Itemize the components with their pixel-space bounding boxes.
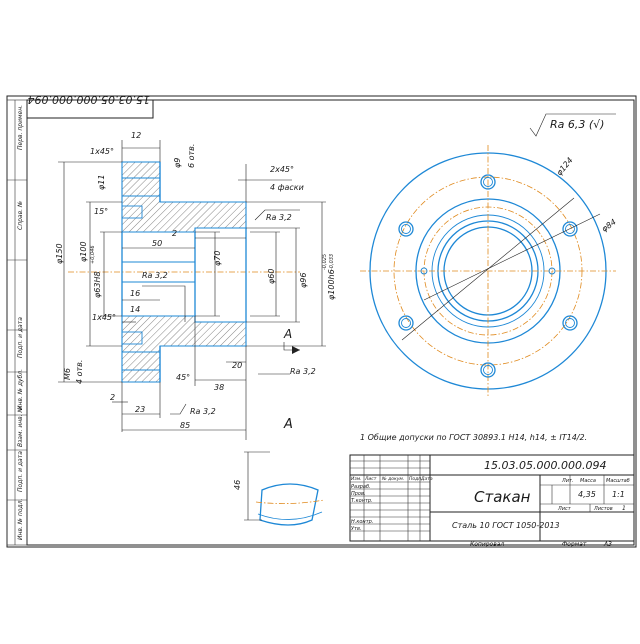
side-label-1: Перв. примен.	[17, 105, 24, 150]
side-label-3: Подп. и дата	[17, 317, 24, 358]
dim-phi63h8-tol: +0,046	[90, 245, 96, 264]
format-label: Формат	[562, 541, 587, 548]
section-dimensions: 12 1x45° φ9 6 отв. φ11 15° φ150 φ100 φ63…	[55, 131, 336, 430]
dim-14: 14	[130, 305, 140, 314]
dim-m6: M6	[63, 368, 72, 380]
side-label-5: Взам. инв. №	[17, 406, 24, 447]
view-a-label: A	[283, 417, 293, 432]
row-prov: Пров.	[351, 491, 366, 497]
ra32-b: Ra 3,2	[142, 271, 168, 280]
title-name: Стакан	[474, 488, 531, 506]
rotated-code-stamp: 15.03.05.000.000.094	[26, 93, 154, 119]
general-roughness-text: Ra 6,3 (√)	[550, 118, 604, 131]
general-note: 1 Общие допуски по ГОСТ 30893.1 H14, h14…	[360, 433, 587, 442]
flange-upper	[121, 161, 247, 233]
list-label: Лист	[557, 506, 572, 512]
side-label-4: Инв. № дубл.	[17, 369, 24, 410]
dim-2-b: 2	[110, 393, 115, 402]
dim-4-faski: 4 фаски	[270, 183, 304, 192]
row-tkontr: Т.контр.	[351, 498, 373, 504]
col-date: Дата	[420, 476, 433, 482]
title-block: 15.03.05.000.000.094 Стакан Сталь 10 ГОС…	[349, 454, 635, 542]
title-code: 15.03.05.000.000.094	[484, 459, 606, 472]
rotated-code-text: 15.03.05.000.000.094	[28, 93, 150, 106]
dim-50: 50	[152, 239, 162, 248]
dim-phi100: φ100	[79, 241, 88, 262]
dim-phi100h6: φ100h6	[327, 269, 336, 300]
side-strip: Перв. примен. Справ. № Подп. и дата Инв.…	[6, 99, 28, 546]
dim-phi11: φ11	[97, 175, 106, 190]
hdr-scale: Масштаб	[606, 478, 630, 484]
row-nkontr: Н.контр.	[351, 519, 373, 525]
copied-label: Копировал	[470, 541, 504, 548]
dim-chamfer-2: 1x45°	[92, 313, 116, 322]
general-roughness: Ra 6,3 (√)	[529, 113, 616, 137]
section-arrow-label: A	[283, 327, 292, 341]
view-a: A 46	[233, 417, 325, 526]
dim-phi63h8: φ63H8	[93, 271, 102, 298]
ra32-c: Ra 3,2	[290, 367, 316, 376]
hdr-lit: Лит.	[561, 478, 574, 484]
side-label-7: Инв. № подл.	[17, 499, 24, 540]
dim-46: 46	[233, 480, 242, 490]
col-podp: Подп.	[409, 476, 423, 482]
dim-38: 38	[214, 383, 224, 392]
col-doc: № докум.	[381, 476, 404, 482]
ra32-a: Ra 3,2	[266, 213, 292, 222]
dim-phi9: φ9	[173, 158, 182, 168]
dim-phi150: φ150	[55, 243, 64, 264]
title-material: Сталь 10 ГОСТ 1050-2013	[452, 521, 560, 530]
format-value: А3	[603, 541, 612, 548]
dim-15-deg: 15°	[94, 207, 108, 216]
dim-23: 23	[135, 405, 145, 414]
ra32-d: Ra 3,2	[190, 407, 216, 416]
dim-chamfer-1: 1x45°	[90, 147, 114, 156]
dim-phi100h6-tol-up: -0,025	[322, 254, 328, 270]
dim-45-deg: 45°	[176, 373, 190, 382]
col-list: Лист	[364, 476, 377, 482]
col-izm: Изм.	[351, 476, 362, 482]
side-label-6: Подп. и дата	[17, 451, 24, 492]
scale-value: 1:1	[612, 490, 625, 499]
dim-16: 16	[130, 289, 140, 298]
dim-4-otv: 4 отв.	[75, 360, 84, 384]
dim-phi84: φ84	[600, 217, 618, 233]
dim-2-a: 2	[172, 229, 177, 238]
dim-phi100h6-tol-dn: -0,033	[329, 254, 335, 270]
dim-phi124: φ124	[555, 156, 575, 178]
row-utv: Утв.	[351, 526, 362, 532]
listov-label: Листов	[593, 506, 613, 512]
front-view: φ124 φ84	[360, 145, 618, 397]
dim-6-otv: 6 отв.	[187, 144, 196, 168]
dim-20: 20	[232, 361, 242, 370]
listov-value: 1	[622, 505, 626, 512]
dim-phi96: φ96	[299, 273, 308, 288]
dim-12: 12	[131, 131, 141, 140]
row-razrab: Разраб.	[351, 484, 371, 490]
bolt-holes	[398, 174, 578, 378]
dim-phi70: φ70	[213, 251, 222, 266]
hdr-mass: Масса	[580, 478, 596, 484]
dim-chamfer-3: 2x45°	[270, 165, 294, 174]
dim-85: 85	[180, 421, 190, 430]
section-view	[58, 140, 326, 440]
mass-value: 4,35	[578, 490, 596, 499]
side-label-2: Справ. №	[17, 201, 24, 230]
dim-phi60: φ60	[267, 269, 276, 284]
